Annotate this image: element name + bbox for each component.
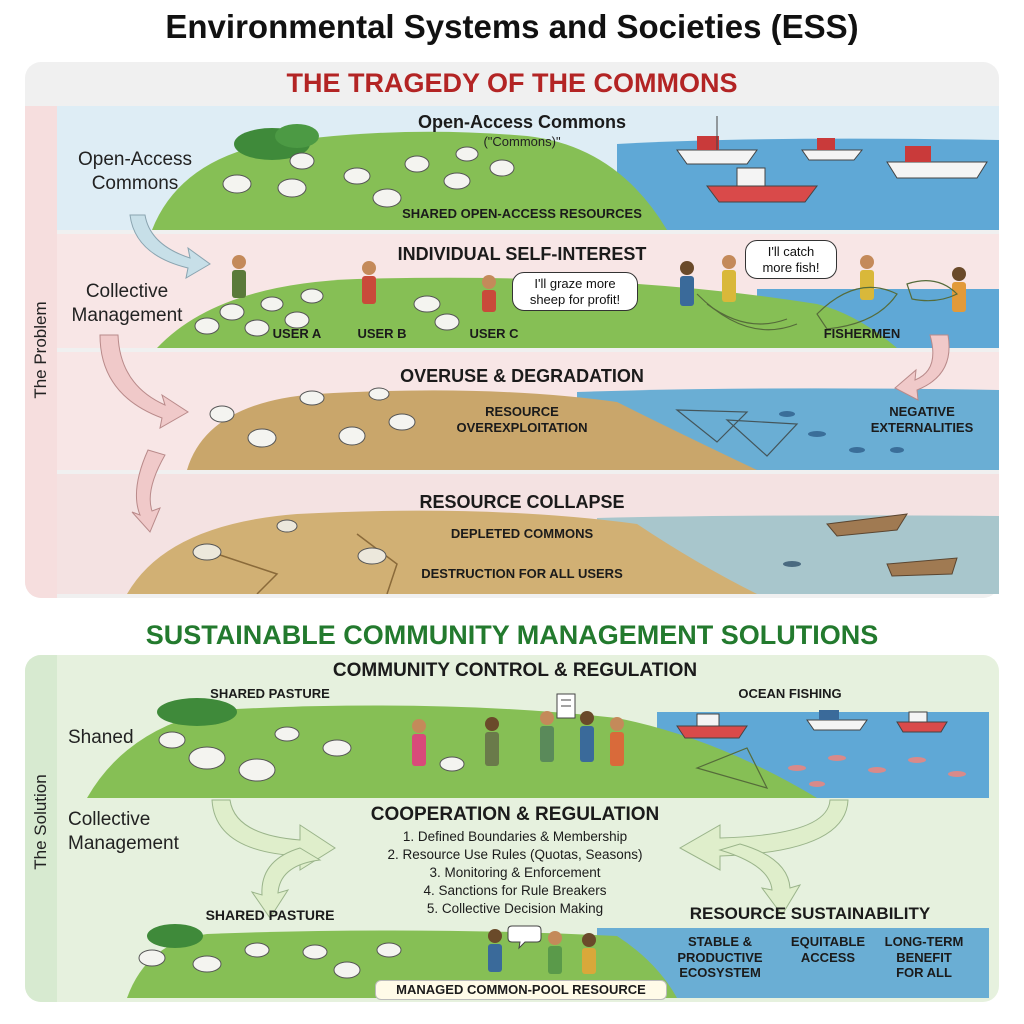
coop-heading: COOPERATION & REGULATION xyxy=(370,804,660,825)
problem-side-label: The Problem xyxy=(31,301,50,399)
document-icon xyxy=(556,693,576,719)
sea-area xyxy=(597,928,989,998)
rule-item: 5. Collective Decision Making xyxy=(426,900,604,916)
rule-item: 3. Monitoring & Enforcement xyxy=(429,864,601,880)
collapse-scene xyxy=(127,510,999,594)
speech-bubble-fish: I'll catch more fish! xyxy=(745,240,837,280)
fish-icon xyxy=(788,755,966,787)
strip3-heading: OVERUSE & DEGRADATION xyxy=(400,366,644,386)
benefit-equitable: EQUITABLE ACCESS xyxy=(790,934,866,965)
fish-icon xyxy=(779,411,904,453)
strip4-caption-2: DESTRUCTION FOR ALL USERS xyxy=(421,566,623,581)
fish-icon xyxy=(783,561,801,567)
fishermen-label: FISHERMEN xyxy=(823,326,901,341)
strip-self-interest: INDIVIDUAL SELF-INTEREST USER A USER B U… xyxy=(57,234,999,348)
tree-icon xyxy=(234,124,319,160)
solution-left-label-1: Shaned xyxy=(68,727,134,748)
problem-section-title: THE TRAGEDY OF THE COMMONS xyxy=(286,68,738,98)
solution-upper-scene xyxy=(87,693,989,798)
net-icon xyxy=(695,747,769,789)
person-icon xyxy=(488,929,596,974)
user-a-label: USER A xyxy=(272,326,322,341)
strip1-caption: SHARED OPEN-ACCESS RESOURCES xyxy=(402,206,642,221)
strip-collapse: RESOURCE COLLAPSE DEPLETED COMMONS DESTR… xyxy=(57,474,999,594)
benefit-stable: STABLE & PRODUCTIVE ECOSYSTEM xyxy=(677,934,763,981)
grass-hill xyxy=(157,277,897,348)
person-icon xyxy=(412,711,624,766)
main-title: Environmental Systems and Societies (ESS… xyxy=(165,8,859,45)
tree-icon xyxy=(147,924,203,948)
sheep-icon xyxy=(138,942,402,979)
problem-left-label-1: Open-Access Commons xyxy=(77,149,193,194)
fishing-boat-icon xyxy=(676,116,988,203)
speech-bubble-graze: I'll graze more sheep for profit! xyxy=(512,272,638,312)
rule-item: 4. Sanctions for Rule Breakers xyxy=(423,882,607,898)
dirt-land xyxy=(187,390,757,470)
user-c-label: USER C xyxy=(469,326,519,341)
speech-bubble-icon xyxy=(507,925,542,950)
shared-pasture-bottom-label: SHARED PASTURE xyxy=(205,907,335,923)
problem-left-label-2: Collective Management xyxy=(71,281,183,326)
sheep-icon xyxy=(194,288,460,337)
shared-pasture-top-label: SHARED PASTURE xyxy=(210,686,330,701)
overuse-scene xyxy=(187,387,999,470)
sustainability-heading: RESOURCE SUSTAINABILITY xyxy=(689,904,931,923)
sheep-icon xyxy=(192,519,387,565)
strip1-subheading: ("Commons)" xyxy=(483,134,561,149)
strip3-right-caption: NEGATIVE EXTERNALITIES xyxy=(870,404,974,435)
managed-caption: MANAGED COMMON-POOL RESOURCE xyxy=(375,980,667,1000)
sheep-icon xyxy=(222,146,515,208)
strip2-heading: INDIVIDUAL SELF-INTEREST xyxy=(397,244,647,264)
net-icon xyxy=(675,409,799,457)
strip-open-access: Open-Access Commons ("Commons)" SHARED O… xyxy=(57,106,999,230)
person-icon xyxy=(232,255,966,312)
rule-item: 2. Resource Use Rules (Quotas, Seasons) xyxy=(387,846,643,862)
strip1-heading: Open-Access Commons xyxy=(417,112,627,132)
ocean-fishing-label: OCEAN FISHING xyxy=(738,686,842,701)
net-icon xyxy=(696,280,959,331)
problem-side-bar xyxy=(25,106,57,598)
self-interest-scene xyxy=(157,255,999,348)
strip-overuse: OVERUSE & DEGRADATION RESOURCE OVEREXPLO… xyxy=(57,352,999,470)
strip4-heading: RESOURCE COLLAPSE xyxy=(419,492,625,512)
sheep-icon xyxy=(209,387,416,448)
tree-icon xyxy=(157,698,237,726)
open-access-scene xyxy=(152,116,999,230)
strip3-left-caption: RESOURCE OVEREXPLOITATION xyxy=(456,404,588,435)
rules-list: 1. Defined Boundaries & Membership 2. Re… xyxy=(340,828,690,918)
solution-section-title: SUSTAINABLE COMMUNITY MANAGEMENT SOLUTIO… xyxy=(145,620,879,650)
fishing-boat-icon xyxy=(826,513,958,577)
solution-side-label: The Solution xyxy=(31,774,50,870)
fishing-boat-icon xyxy=(676,710,948,739)
user-b-label: USER B xyxy=(357,326,407,341)
benefit-long-term: LONG-TERM BENEFIT FOR ALL xyxy=(884,934,964,981)
strip4-caption-1: DEPLETED COMMONS xyxy=(450,526,594,541)
rule-item: 1. Defined Boundaries & Membership xyxy=(402,829,628,844)
solution-heading: COMMUNITY CONTROL & REGULATION xyxy=(332,660,698,681)
solution-left-label-2: Collective Management xyxy=(68,809,179,854)
sheep-icon xyxy=(158,726,465,782)
solution-side-bar xyxy=(25,655,57,1002)
